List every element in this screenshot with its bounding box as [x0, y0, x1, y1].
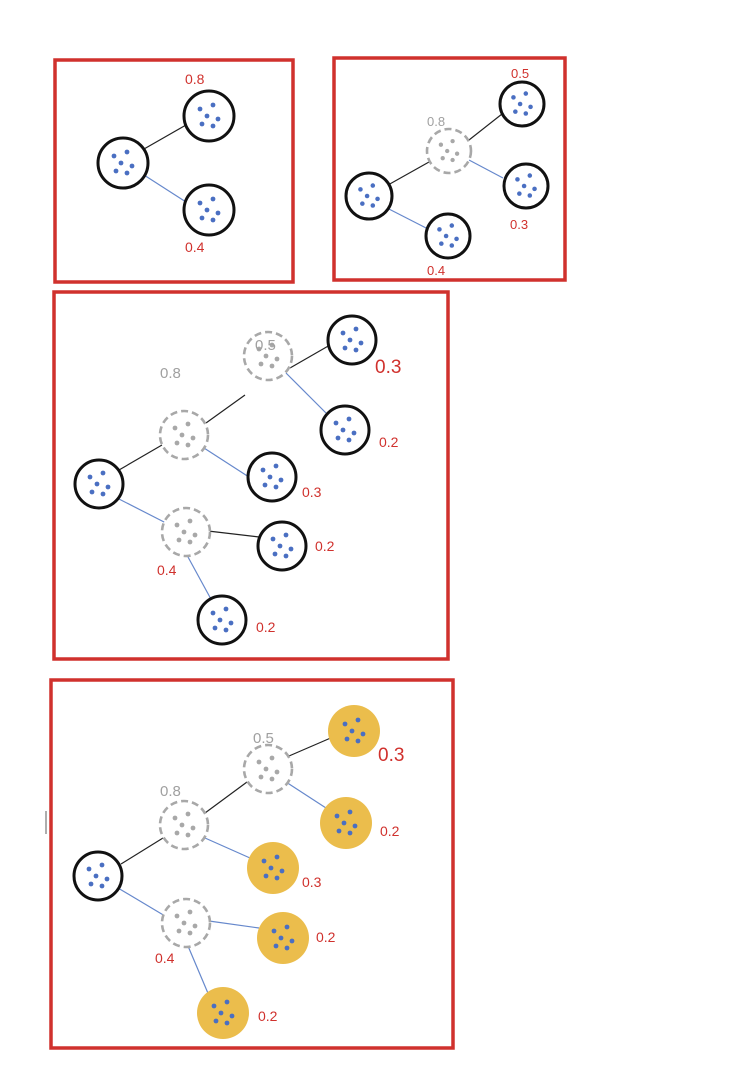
weight-label: 0.5	[511, 66, 529, 81]
root-node	[96, 136, 150, 190]
edge	[468, 113, 503, 141]
ghost-node	[425, 127, 473, 175]
ghost-node	[160, 506, 212, 558]
panel-1-frame	[53, 58, 295, 284]
edge	[205, 394, 246, 424]
ghost-node	[160, 897, 212, 949]
weight-label: 0.4	[185, 239, 205, 255]
panel-4-frame	[49, 678, 455, 1050]
ghost-node	[158, 799, 210, 851]
edge	[143, 124, 187, 150]
edge	[387, 161, 430, 186]
edge	[203, 447, 253, 480]
edge	[207, 530, 260, 538]
edge	[384, 206, 431, 231]
edge	[208, 920, 260, 929]
leaf-node	[246, 451, 298, 503]
leaf-node	[182, 183, 236, 237]
leaf-node	[256, 520, 308, 572]
weight-label: 0.5	[253, 730, 274, 747]
highlighted-leaf-node	[320, 797, 372, 849]
root-node	[72, 850, 124, 902]
edge	[143, 174, 187, 203]
ghost-node	[242, 330, 294, 382]
weight-label: 0.3	[378, 745, 404, 766]
panel-4: 0.5 0.8 0.4 0.3 0.2 0.3 0.2 0.2	[49, 678, 455, 1050]
leaf-node	[498, 80, 546, 128]
weight-label: 0.2	[316, 929, 336, 945]
edge	[285, 372, 327, 414]
edge	[187, 556, 213, 602]
weight-label: 0.5	[255, 337, 276, 354]
highlighted-leaf-node	[247, 842, 299, 894]
weight-label: 0.2	[379, 434, 399, 450]
weight-label: 0.3	[302, 484, 322, 500]
weight-label: 0.8	[160, 365, 181, 382]
panel-3: 0.5 0.8 0.4 0.3 0.2 0.3 0.2 0.2	[52, 290, 450, 661]
highlighted-leaf-node	[257, 912, 309, 964]
weight-label: 0.2	[315, 538, 335, 554]
weight-label: 0.2	[258, 1008, 278, 1024]
edge	[468, 159, 504, 179]
weight-label: 0.4	[155, 950, 175, 966]
root-node	[344, 171, 394, 221]
edge	[204, 781, 248, 814]
ghost-node	[242, 743, 294, 795]
weight-label: 0.3	[302, 874, 322, 890]
leaf-node	[182, 89, 236, 143]
leaf-node	[424, 212, 472, 260]
panel-1: 0.8 0.4	[53, 58, 295, 284]
weight-label: 0.8	[427, 114, 445, 129]
highlighted-leaf-node	[328, 705, 380, 757]
ghost-node	[158, 409, 210, 461]
leaf-node	[502, 162, 550, 210]
leaf-node	[196, 594, 248, 646]
edge	[116, 497, 167, 524]
edge	[204, 837, 251, 859]
leaf-node	[326, 314, 378, 366]
edge	[120, 837, 164, 865]
weight-label: 0.2	[256, 619, 276, 635]
weight-label: 0.4	[157, 562, 177, 578]
edge	[187, 945, 211, 999]
highlighted-leaf-node	[197, 987, 249, 1039]
weight-label: 0.4	[427, 263, 445, 278]
edge	[285, 781, 327, 809]
weight-label: 0.3	[510, 217, 528, 232]
panel-2: 0.8 0.5 0.3 0.4	[332, 56, 567, 282]
weight-label: 0.3	[375, 357, 401, 378]
leaf-node	[319, 404, 371, 456]
root-node	[73, 458, 125, 510]
weight-label: 0.2	[380, 823, 400, 839]
edge	[289, 344, 331, 369]
edge	[288, 736, 334, 757]
edge	[118, 444, 163, 471]
weight-label: 0.8	[160, 783, 181, 800]
panel-3-frame	[52, 290, 450, 661]
panel-2-frame	[332, 56, 567, 282]
weight-label: 0.8	[185, 71, 205, 87]
edge	[117, 887, 166, 917]
